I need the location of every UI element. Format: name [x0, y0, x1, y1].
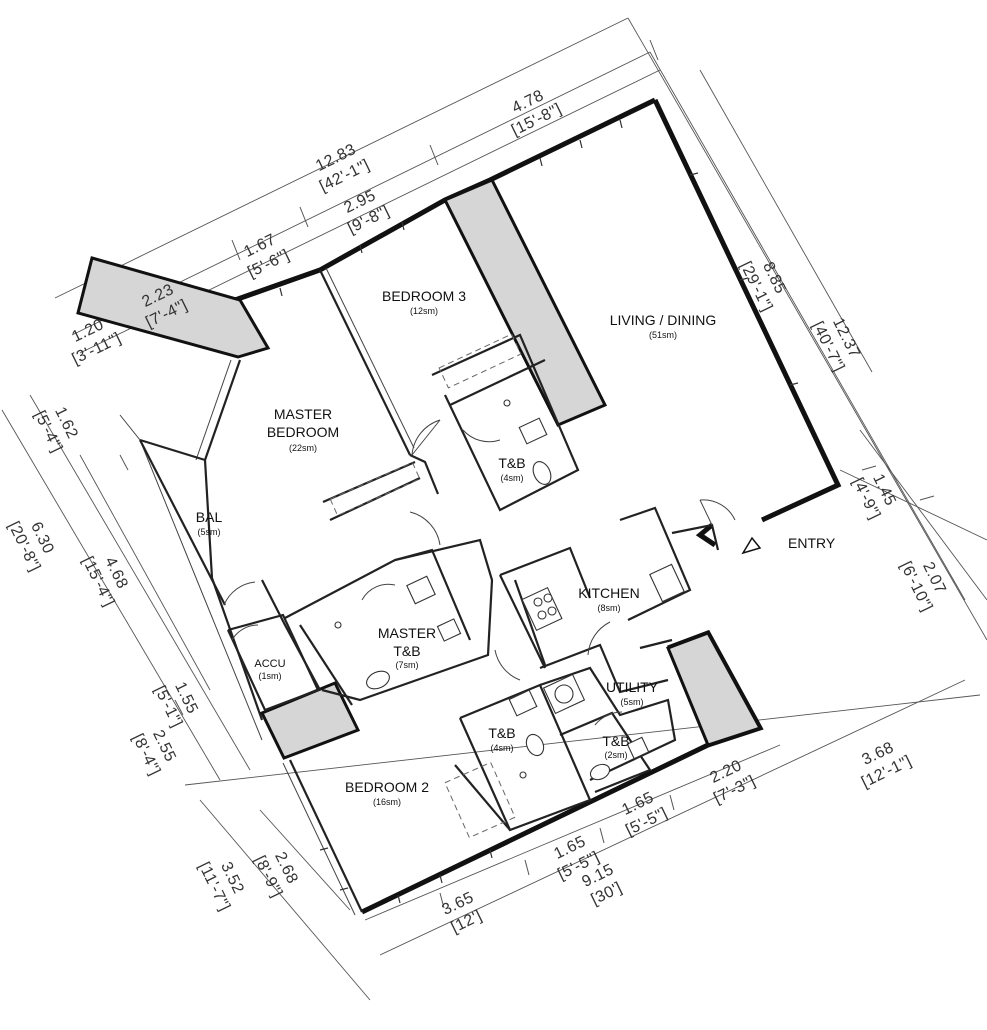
sink-icon — [508, 689, 538, 717]
sink-icon — [406, 575, 436, 605]
toilet-icon — [525, 733, 545, 757]
column-lower-left — [259, 681, 361, 760]
room-name-living-dining: LIVING / DINING — [610, 312, 717, 328]
room-area-tb-bed2: (4sm) — [491, 743, 514, 753]
structural-blocks — [76, 178, 763, 760]
room-name-master-tb-l1: MASTER — [378, 625, 436, 641]
column-lower-right — [666, 631, 763, 747]
room-name-utility: UTILITY — [606, 679, 659, 695]
room-name-kitchen: KITCHEN — [578, 585, 639, 601]
sink-icon — [626, 736, 650, 760]
room-name-master-bedroom-l1: MASTER — [274, 406, 332, 422]
sink-icon — [436, 618, 462, 642]
toilet-icon — [366, 670, 390, 690]
room-area-tb-bed3: (4sm) — [501, 473, 524, 483]
fixtures — [329, 333, 685, 839]
room-area-bal: (5sm) — [198, 527, 221, 537]
room-name-bal: BAL — [196, 509, 223, 525]
fridge-icon — [649, 563, 685, 603]
room-area-utility: (5sm) — [621, 697, 644, 707]
room-name-accu: ACCU — [254, 658, 285, 670]
room-area-living-dining: (51sm) — [649, 330, 677, 340]
room-area-bedroom-2: (16sm) — [373, 797, 401, 807]
room-name-tb-bed2: T&B — [488, 725, 515, 741]
room-area-accu: (1sm) — [259, 671, 282, 681]
room-area-tb-utility: (2sm) — [605, 750, 628, 760]
room-area-bedroom-3: (12sm) — [410, 306, 438, 316]
room-name-tb-utility: T&B — [602, 733, 629, 749]
dimension-lines — [1, 17, 987, 1001]
room-labels: BEDROOM 3 (12sm) LIVING / DINING (51sm) … — [196, 288, 836, 807]
room-area-master-bedroom: (22sm) — [289, 443, 317, 453]
room-area-master-tb: (7sm) — [396, 660, 419, 670]
entry-arrow-icon — [741, 536, 762, 555]
room-name-master-tb-l2: T&B — [393, 643, 420, 659]
interior-walls — [139, 267, 720, 832]
room-name-bedroom-2: BEDROOM 2 — [345, 779, 429, 795]
planter-block — [76, 256, 271, 359]
toilet-icon — [589, 763, 611, 781]
room-name-bedroom-3: BEDROOM 3 — [382, 288, 466, 304]
room-name-tb-bed3: T&B — [498, 455, 525, 471]
room-area-kitchen: (8sm) — [598, 603, 621, 613]
room-name-master-bedroom-l2: BEDROOM — [267, 424, 339, 440]
core-wall-block — [442, 178, 608, 427]
entry-label: ENTRY — [788, 535, 836, 551]
toilet-icon — [532, 461, 552, 485]
door-swings — [223, 419, 736, 726]
sink-icon — [518, 417, 548, 445]
